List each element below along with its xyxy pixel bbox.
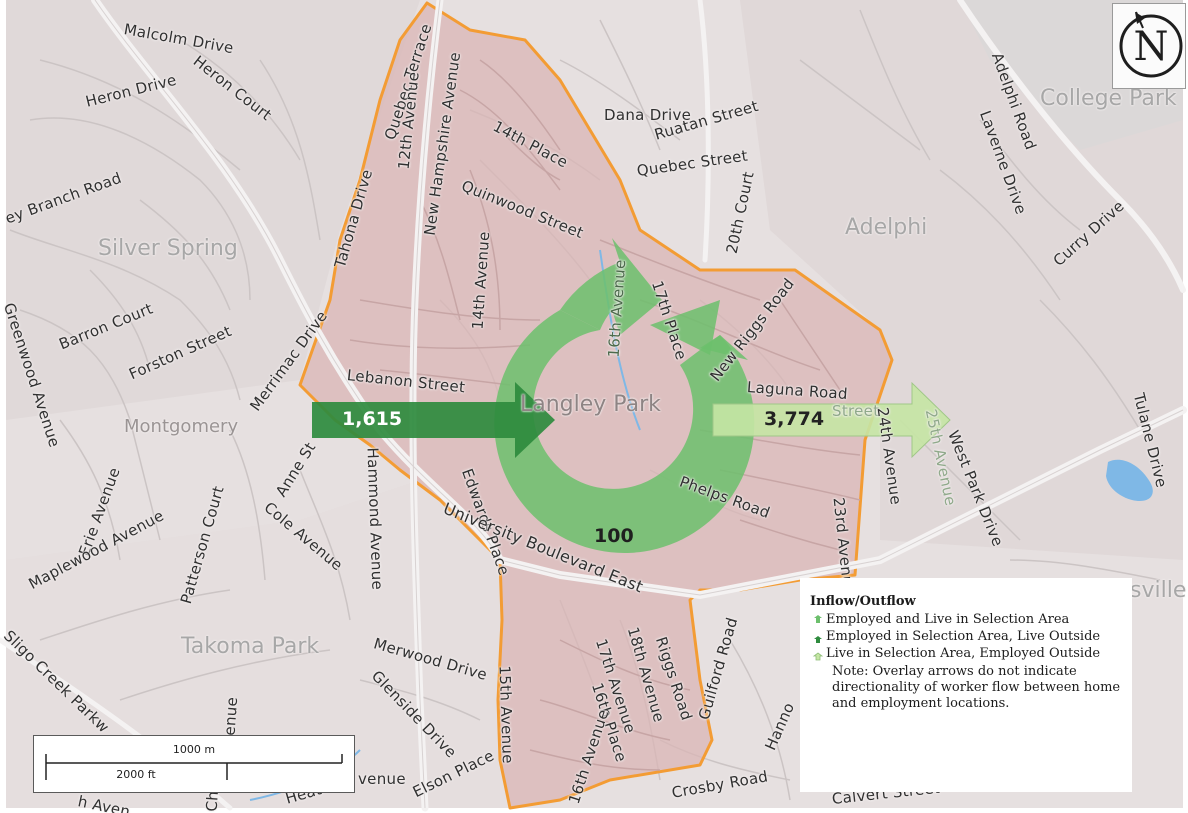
inflow-value: 1,615	[342, 408, 403, 430]
inflow-arrow[interactable]	[312, 382, 555, 458]
legend-label-outflow: Live in Selection Area, Employed Outside	[826, 646, 1101, 661]
north-arrow: N	[1112, 3, 1186, 89]
legend-item-outflow: Live in Selection Area, Employed Outside	[810, 646, 1122, 662]
legend-title: Inflow/Outflow	[810, 594, 916, 609]
place-hyattsville: sville	[1130, 578, 1187, 603]
legend-label-inflow: Employed in Selection Area, Live Outside	[826, 629, 1101, 644]
scale-metric-label: 1000 m	[173, 743, 215, 756]
place-adelphi: Adelphi	[845, 215, 928, 240]
road-avenue-fragment-bottom: enue	[220, 696, 242, 737]
legend-panel: Inflow/Outflow Employed and Live in Sele…	[800, 578, 1132, 792]
internal-flow-value: 100	[594, 525, 634, 547]
internal-flow-arrow[interactable]	[494, 238, 755, 553]
legend-item-internal: Employed and Live in Selection Area	[810, 612, 1122, 628]
road-hammond-avenue: Hammond Avenue	[363, 447, 387, 591]
road-15th-avenue: 15th Avenue	[495, 665, 517, 765]
legend-label-internal: Employed and Live in Selection Area	[826, 612, 1070, 627]
legend-item-inflow: Employed in Selection Area, Live Outside	[810, 629, 1122, 645]
selection-streets	[349, 59, 861, 771]
legend-arrow-icon-inflow	[810, 629, 826, 645]
scale-imperial-label: 2000 ft	[116, 768, 156, 781]
north-letter: N	[1134, 24, 1169, 70]
compass-icon: N	[1119, 11, 1183, 78]
legend-note: Note: Overlay arrows do not indicate dir…	[832, 664, 1121, 711]
place-takoma-park: Takoma Park	[181, 634, 320, 659]
place-college-park: College Park	[1040, 86, 1177, 111]
road-dana-drive: Dana Drive	[604, 106, 692, 124]
shade-region-west	[6, 0, 420, 420]
place-montgomery: Montgomery	[124, 416, 239, 437]
pond	[1106, 459, 1153, 502]
road-street-fragment: Street	[832, 402, 880, 420]
outflow-value: 3,774	[764, 408, 825, 430]
outflow-arrow[interactable]	[712, 381, 951, 459]
scale-bar: 1000 m 2000 ft	[33, 735, 355, 793]
legend-arrow-icon-internal	[810, 612, 826, 628]
legend-arrow-icon-outflow	[810, 646, 826, 662]
road-venue-fragment: venue	[358, 770, 406, 788]
selection-area[interactable]	[298, 1, 894, 810]
major-road-casings	[94, 0, 1184, 809]
place-silver-spring: Silver Spring	[98, 236, 238, 261]
place-langley-park: Langley Park	[520, 392, 661, 417]
